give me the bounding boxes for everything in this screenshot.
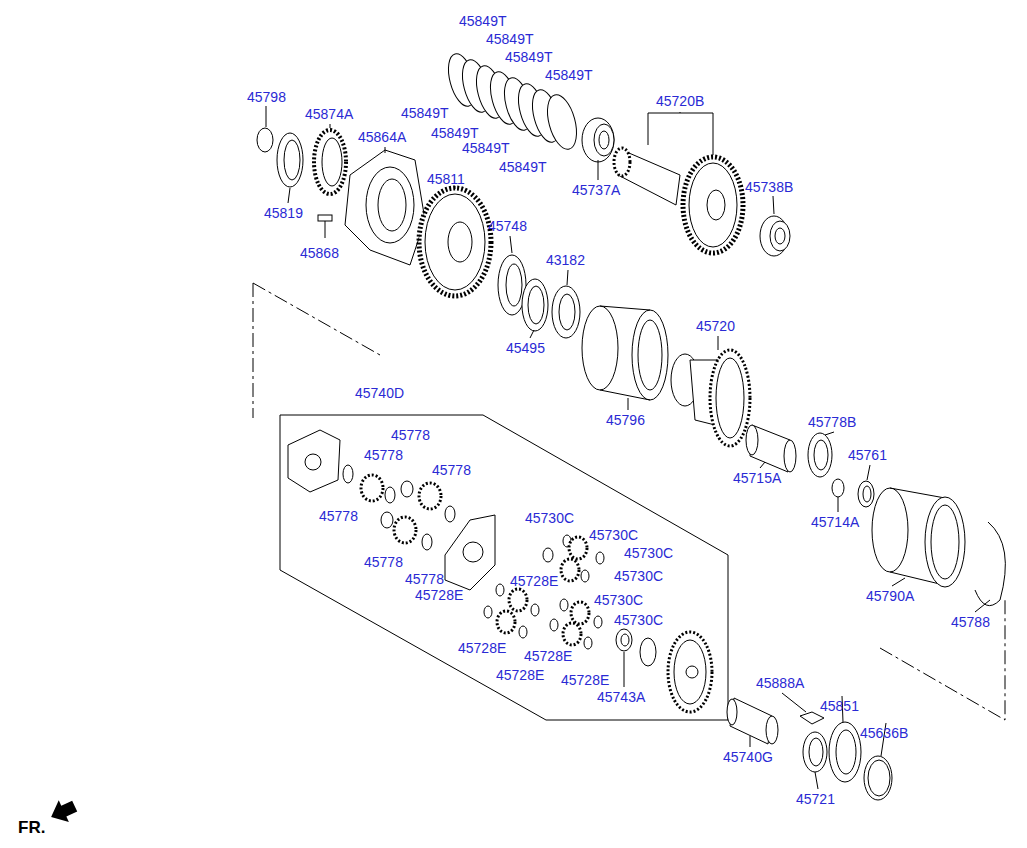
- callout-number: 45730C: [589, 527, 638, 543]
- callout-number: 45849T: [462, 140, 509, 156]
- callout-number: 45743A: [597, 689, 645, 705]
- bearing: [582, 118, 614, 162]
- washer: [832, 479, 844, 497]
- carrier-plate: [445, 515, 495, 590]
- callout-number: 45728E: [458, 640, 506, 656]
- callout-number: 45720: [696, 318, 735, 334]
- callout-number: 45796: [606, 412, 645, 428]
- callout-number: 45849T: [505, 49, 552, 65]
- thrust-washer: [808, 433, 832, 477]
- bolt: [318, 215, 332, 238]
- callout-number: 45849T: [459, 13, 506, 29]
- callout-number: 45778: [364, 554, 403, 570]
- direction-arrow: [46, 795, 80, 828]
- bushing: [616, 629, 632, 651]
- callout-number: 45788: [951, 614, 990, 630]
- callout-number: 45849T: [486, 31, 533, 47]
- callout-number: 45728E: [415, 587, 463, 603]
- callout-number: 45868: [300, 245, 339, 261]
- center-line: [880, 598, 1005, 720]
- snap-ring: [975, 522, 1005, 606]
- leader-lines: [266, 106, 990, 789]
- callout-number: 45728E: [510, 573, 558, 589]
- callout-number: 43182: [546, 252, 585, 268]
- callout-number: 45811: [427, 171, 465, 187]
- callout-number: 45737A: [572, 182, 620, 198]
- callout-number: 45790A: [866, 588, 914, 604]
- callout-number: 45730C: [594, 592, 643, 608]
- ring: [803, 732, 827, 772]
- callout-number: 45798: [247, 89, 286, 105]
- clutch-drum: [872, 488, 965, 587]
- callout-number: 45874A: [305, 106, 353, 122]
- assembly-frame: [280, 415, 728, 720]
- shaft: [746, 425, 796, 472]
- callout-number: 45778: [391, 427, 430, 443]
- callout-number: 45730C: [614, 568, 663, 584]
- callout-number: 45636B: [860, 725, 908, 741]
- callout-number: 45849T: [401, 105, 448, 121]
- callout-number: 45778: [364, 447, 403, 463]
- callout-number: 45740D: [355, 385, 404, 401]
- callout-number: 45728E: [524, 648, 572, 664]
- callout-number: 45849T: [545, 67, 592, 83]
- callout-number: 45761: [848, 447, 887, 463]
- gear-ring: [314, 130, 346, 194]
- callout-number: 45778: [432, 462, 471, 478]
- callout-number: 45730C: [525, 510, 574, 526]
- callout-number: 45778: [405, 571, 444, 587]
- shaft: [727, 698, 778, 744]
- bearing: [760, 216, 790, 256]
- callout-number: 45851: [820, 698, 859, 714]
- thrust-bearing: [829, 722, 861, 782]
- clutch-drum: [582, 306, 668, 400]
- direction-label: FR.: [18, 820, 45, 836]
- callout-number: 45730C: [624, 545, 673, 561]
- callout-number: 45730C: [614, 612, 663, 628]
- retainer-plate: [345, 150, 425, 265]
- callout-number: 45738B: [745, 179, 793, 195]
- callout-number: 45819: [264, 205, 303, 221]
- gear: [419, 188, 491, 296]
- thrust-washer: [552, 286, 580, 338]
- callout-number: 45495: [506, 340, 545, 356]
- callout-number: 45715A: [733, 470, 781, 486]
- callout-number: 45728E: [561, 672, 609, 688]
- ring: [864, 756, 892, 800]
- callout-number: 45740G: [723, 749, 773, 765]
- callout-number: 45720B: [656, 93, 704, 109]
- callout-number: 45778: [319, 508, 358, 524]
- callout-number: 45721: [796, 791, 835, 807]
- pinion: [484, 535, 604, 649]
- callout-number: 45849T: [431, 125, 478, 141]
- callout-number: 45748: [488, 218, 527, 234]
- shaft-gear: [614, 148, 743, 253]
- callout-number: 45888A: [756, 675, 804, 691]
- callout-number: 45728E: [496, 667, 544, 683]
- callout-number: 45864A: [358, 129, 406, 145]
- callout-number: 45778B: [808, 414, 856, 430]
- carrier: [668, 632, 712, 712]
- washer: [257, 128, 273, 152]
- callout-number: 45714A: [811, 514, 859, 530]
- bushing: [858, 481, 874, 507]
- carrier-plate: [288, 430, 340, 492]
- ring: [640, 638, 656, 666]
- carrier: [671, 350, 750, 446]
- callout-number: 45849T: [499, 159, 546, 175]
- ring: [277, 133, 303, 187]
- washer: [522, 279, 548, 331]
